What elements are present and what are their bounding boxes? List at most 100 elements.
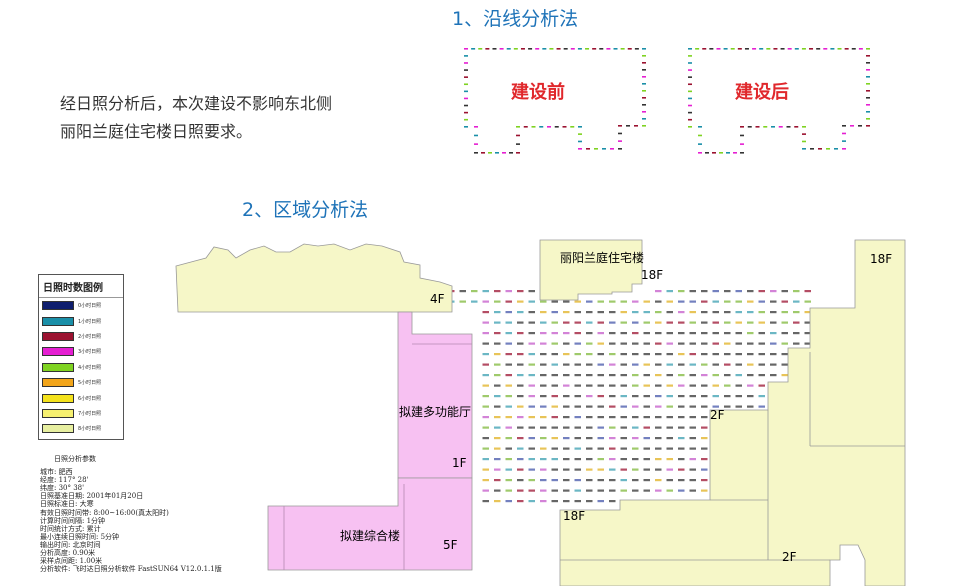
grid-sample (701, 300, 708, 303)
grid-sample (494, 290, 501, 293)
grid-sample (666, 321, 673, 324)
line-sample-point (506, 48, 511, 50)
legend-row: 8小时日照 (39, 421, 123, 436)
line-sample-point (578, 148, 582, 150)
grid-sample (689, 321, 696, 324)
grid-sample (517, 426, 524, 429)
grid-sample (678, 468, 685, 471)
grid-sample (528, 479, 535, 482)
line-sample-point (866, 48, 870, 50)
line-sample-point (485, 48, 490, 50)
grid-sample (632, 479, 639, 482)
grid-sample (609, 342, 616, 345)
line-sample-point (866, 76, 870, 78)
grid-sample (574, 468, 581, 471)
grid-sample (574, 332, 581, 335)
grid-sample (563, 426, 570, 429)
grid-sample (517, 290, 524, 293)
grid-sample (701, 363, 708, 366)
grid-sample (758, 290, 765, 293)
grid-sample (632, 342, 639, 345)
grid-sample (563, 300, 570, 303)
grid-sample (747, 374, 754, 377)
grid-sample (482, 342, 489, 345)
grid-sample (678, 300, 685, 303)
grid-sample (540, 489, 547, 492)
grid-sample (517, 468, 524, 471)
grid-sample (620, 458, 627, 461)
grid-sample (643, 468, 650, 471)
grid-sample (804, 321, 811, 324)
grid-sample (678, 311, 685, 314)
grid-sample (632, 416, 639, 419)
grid-sample (597, 405, 604, 408)
legend-row: 7小时日照 (39, 406, 123, 421)
grid-sample (666, 426, 673, 429)
grid-sample (678, 384, 685, 387)
grid-sample (632, 468, 639, 471)
grid-sample (551, 437, 558, 440)
param-line: 城市: 肥西 (40, 468, 73, 477)
grid-sample (517, 489, 524, 492)
line-analysis-diagram-after (688, 48, 870, 154)
grid-sample (494, 384, 501, 387)
line-sample-point (866, 104, 870, 106)
line-sample-point (627, 48, 632, 50)
line-sample-point (464, 126, 468, 128)
grid-sample (551, 311, 558, 314)
line-sample-point (502, 152, 506, 154)
grid-sample (689, 363, 696, 366)
line-sample-point (613, 48, 618, 50)
grid-sample (701, 447, 708, 450)
grid-sample (528, 489, 535, 492)
grid-sample (735, 374, 742, 377)
grid-sample (666, 290, 673, 293)
grid-sample (620, 489, 627, 492)
grid-sample (563, 332, 570, 335)
grid-sample (701, 311, 708, 314)
grid-sample (735, 405, 742, 408)
grid-sample (712, 363, 719, 366)
grid-sample (643, 353, 650, 356)
params-title: 日照分析参数 (54, 455, 96, 463)
line-sample-point (794, 126, 799, 128)
line-sample-point (787, 48, 792, 50)
grid-sample (482, 405, 489, 408)
grid-sample (517, 479, 524, 482)
grid-sample (574, 500, 581, 503)
line-sample-point (547, 126, 551, 128)
line-sample-point (740, 143, 744, 145)
line-sample-point (866, 90, 870, 92)
line-sample-point (464, 118, 468, 121)
line-sample-point (474, 152, 478, 154)
grid-sample (528, 447, 535, 450)
line-sample-point (723, 48, 728, 50)
floor-label: 18F (563, 509, 585, 523)
line-sample-point (726, 152, 730, 154)
grid-sample (540, 342, 547, 345)
grid-sample (678, 426, 685, 429)
floor-label: 2F (710, 408, 725, 422)
grid-sample (528, 363, 535, 366)
line-sample-point (759, 48, 764, 50)
grid-sample (747, 395, 754, 398)
grid-sample (574, 395, 581, 398)
floor-label: 1F (452, 456, 467, 470)
line-sample-point (866, 111, 870, 113)
grid-sample (724, 405, 731, 408)
grid-sample (609, 479, 616, 482)
legend-label: 4小时日照 (78, 364, 102, 371)
grid-sample (724, 384, 731, 387)
grid-sample (678, 447, 685, 450)
line-sample-point (618, 132, 622, 135)
grid-sample (540, 468, 547, 471)
grid-sample (482, 447, 489, 450)
grid-sample (517, 405, 524, 408)
grid-sample (712, 311, 719, 314)
grid-sample (609, 300, 616, 303)
grid-sample (770, 353, 777, 356)
legend-title: 日照时数图例 (39, 275, 123, 298)
grid-sample (781, 290, 788, 293)
grid-sample (517, 458, 524, 461)
grid-sample (597, 426, 604, 429)
